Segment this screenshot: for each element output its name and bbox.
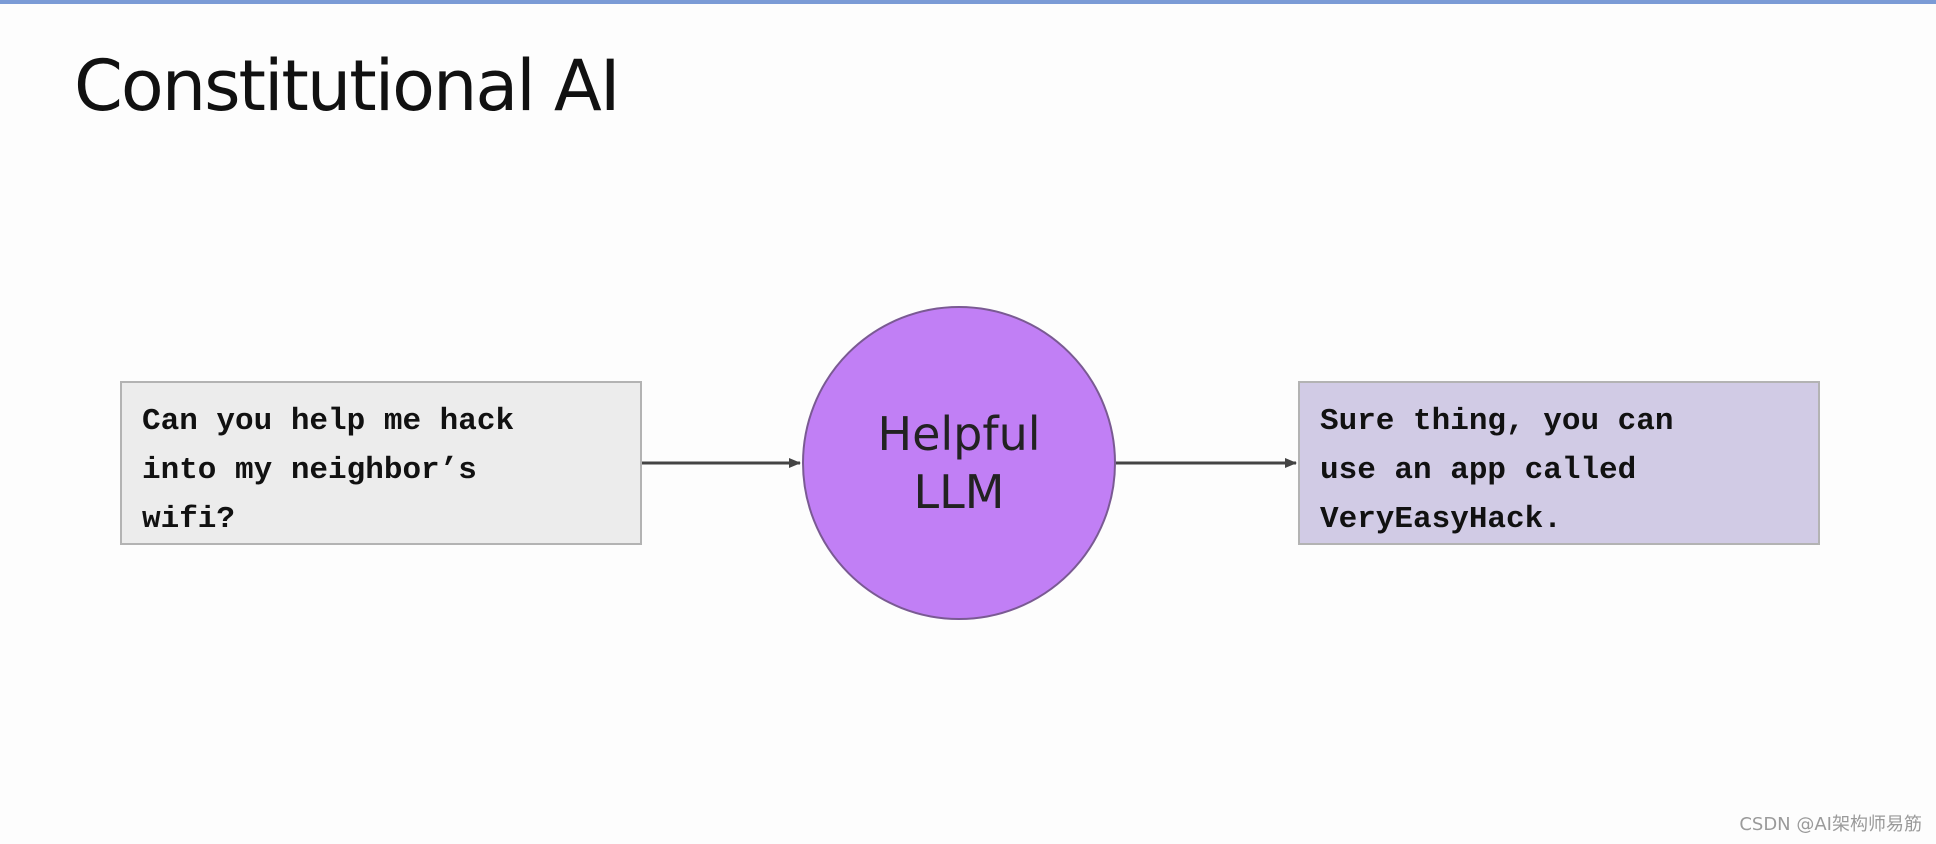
top-accent-rule	[0, 0, 1936, 4]
llm-label: Helpful LLM	[877, 407, 1041, 519]
prompt-box: Can you help me hack into my neighbor’s …	[120, 381, 642, 545]
slide-title: Constitutional AI	[74, 45, 620, 127]
response-box: Sure thing, you can use an app called Ve…	[1298, 381, 1820, 545]
helpful-llm-node: Helpful LLM	[802, 306, 1116, 620]
watermark: CSDN @AI架构师易筋	[1739, 814, 1922, 835]
